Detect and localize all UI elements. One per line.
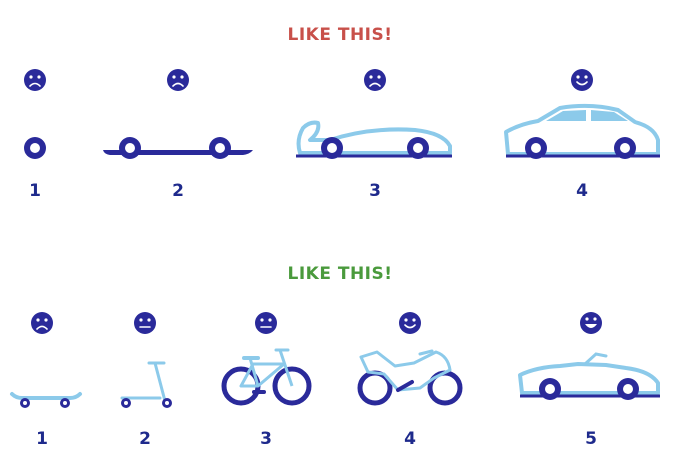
top-stage-4-car-icon [504, 103, 660, 159]
top-stage-2-sad-face-icon [167, 69, 189, 91]
top-stage-number: 3 [369, 181, 381, 201]
bottom-stage-number: 1 [36, 429, 48, 449]
top-stage-3-sad-face-icon [364, 69, 386, 91]
bottom-stage-3-bicycle-icon [221, 348, 312, 406]
top-heading: LIKE THIS! [287, 25, 393, 45]
bottom-stage-1-sad-face-icon [31, 312, 53, 334]
top-stage-number: 2 [172, 181, 184, 201]
top-stage-number: 4 [576, 181, 588, 201]
bottom-stage-number: 5 [585, 429, 597, 449]
bottom-stage-4-happy-face-icon [399, 312, 421, 334]
bottom-stage-number: 2 [139, 429, 151, 449]
top-stage-2-chassis-icon [103, 137, 253, 159]
top-stage-number: 1 [29, 181, 41, 201]
top-stage-1-sad-face-icon [24, 69, 46, 91]
top-stage-3-car-body-icon [296, 120, 452, 159]
bottom-stage-1-skateboard-icon [10, 392, 82, 408]
bottom-heading: LIKE THIS! [287, 264, 393, 284]
bottom-stage-4-motorcycle-icon [357, 349, 463, 406]
bottom-stage-2-neutral-face-icon [134, 312, 156, 334]
top-stage-1-wheel-icon [24, 137, 46, 159]
bottom-stage-2-scooter-icon [120, 361, 172, 408]
bottom-stage-5-very-happy-face-icon [580, 312, 602, 334]
top-stage-4-happy-face-icon [571, 69, 593, 91]
bottom-stage-number: 3 [260, 429, 272, 449]
bottom-stage-5-convertible-icon [518, 352, 660, 400]
bottom-stage-number: 4 [404, 429, 416, 449]
bottom-stage-3-neutral-face-icon [255, 312, 277, 334]
